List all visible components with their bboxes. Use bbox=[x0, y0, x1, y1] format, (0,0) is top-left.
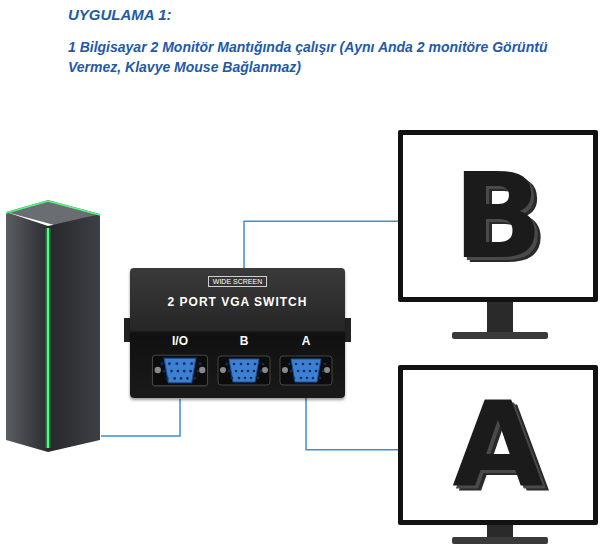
vga-port: B bbox=[216, 334, 272, 392]
vga-port: I/O bbox=[150, 334, 210, 392]
port-label: I/O bbox=[172, 334, 188, 348]
vga-port: A bbox=[278, 334, 334, 392]
vga-connector bbox=[278, 352, 334, 388]
subtitle-note: 1 Bilgisayar 2 Monitör Mantığında çalışı… bbox=[68, 38, 573, 77]
port-label: A bbox=[302, 334, 311, 348]
pc-cable bbox=[101, 399, 180, 436]
vga-connector bbox=[216, 352, 272, 388]
vga-switch: 2 PORT VGA SWITCH WIDE SCREEN I/O B A bbox=[130, 268, 345, 398]
badge-label: WIDE SCREEN bbox=[208, 276, 267, 287]
diagram-title: UYGULAMA 1: bbox=[68, 6, 172, 23]
vga-connector bbox=[150, 352, 210, 388]
monitor: A bbox=[398, 365, 598, 525]
device-label: 2 PORT VGA SWITCH bbox=[168, 295, 308, 309]
vga-cable bbox=[306, 392, 398, 450]
pc-tower bbox=[6, 200, 100, 452]
port-label: B bbox=[240, 334, 249, 348]
monitor: B bbox=[398, 130, 598, 302]
screen-letter: B bbox=[453, 157, 543, 275]
screen-letter: A bbox=[452, 386, 543, 504]
